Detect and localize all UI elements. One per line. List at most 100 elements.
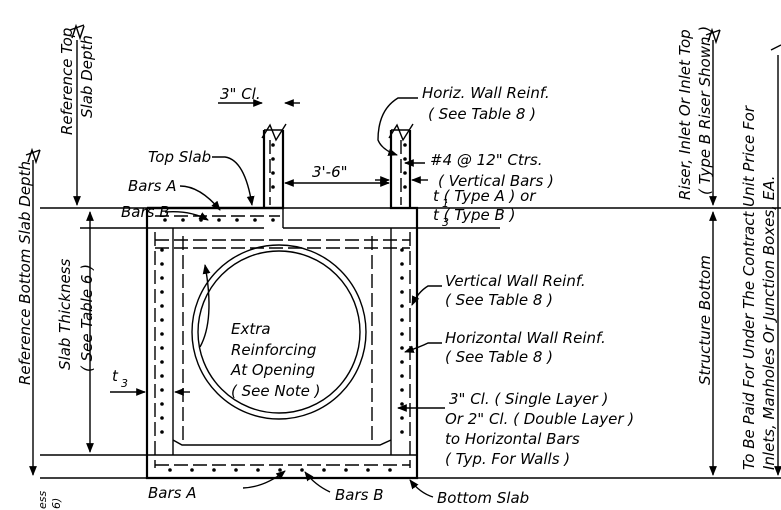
structure-outline <box>145 129 419 480</box>
bar-section-dot <box>160 248 164 252</box>
bar-section-dot <box>400 262 404 266</box>
vertical-labels: Reference Top Slab Depth Reference Botto… <box>16 26 778 509</box>
label-horizontal-wall-reinf-2: ( See Table 8 ) <box>445 348 553 366</box>
label-top-slab: Top Slab <box>148 148 211 166</box>
bar-section-dot <box>400 248 404 252</box>
bar-section-dot <box>400 374 404 378</box>
bar-section-dot <box>160 304 164 308</box>
bar-section-dot <box>400 304 404 308</box>
bar-section-dot <box>400 430 404 434</box>
bar-section-dot <box>160 416 164 420</box>
break-marks <box>261 123 414 142</box>
reference-lines <box>25 23 781 479</box>
reinforcement-bars <box>154 140 411 468</box>
bar-section-dot <box>212 468 216 472</box>
label-vertical-bars-1: #4 @ 12" Ctrs. <box>430 151 543 169</box>
label-riser-1: Riser, Inlet Or Inlet Top <box>676 29 694 200</box>
label-extra-1: Extra <box>231 320 271 338</box>
label-reference-top-2: Slab Depth <box>78 35 96 118</box>
label-extra-2: Reinforcing <box>231 341 316 359</box>
label-horizontal-wall-reinf-1: Horizontal Wall Reinf. <box>445 329 606 347</box>
bar-section-dot <box>271 185 275 189</box>
label-horiz-wall-reinf-2: ( See Table 8 ) <box>428 105 536 123</box>
bar-section-dot <box>388 468 392 472</box>
label-extra-4: ( See Note ) <box>231 382 321 400</box>
label-vertical-wall-reinf-2: ( See Table 8 ) <box>445 291 553 309</box>
label-spacing: 3'-6" <box>312 163 348 181</box>
bar-section-dot <box>278 468 282 472</box>
bar-section-dot <box>253 218 257 222</box>
bar-section-dot <box>217 218 221 222</box>
label-clearance-1: 3" Cl. ( Single Layer ) <box>449 390 608 408</box>
label-t1-sub: 1 <box>442 197 449 210</box>
bar-dots <box>160 143 407 472</box>
bar-section-dot <box>160 346 164 350</box>
bar-section-dot <box>160 332 164 336</box>
label-bars-b-bottom: Bars B <box>335 486 384 504</box>
pipe-opening <box>191 244 367 420</box>
bar-section-dot <box>199 218 203 222</box>
bar-section-dot <box>160 290 164 294</box>
label-paid-1: To Be Paid For Under The Contract Unit P… <box>740 105 758 470</box>
dimensions <box>110 99 428 396</box>
bar-section-dot <box>403 157 407 161</box>
text-labels: 3" Cl. Top Slab Bars A Bars B 3'-6" Hori… <box>112 84 634 507</box>
label-clearance-3: to Horizontal Bars <box>445 430 580 448</box>
label-t3-sub: 3 <box>442 216 449 229</box>
bar-section-dot <box>160 374 164 378</box>
leaders <box>164 97 445 498</box>
bar-section-dot <box>366 468 370 472</box>
label-t3-left: t <box>112 367 119 385</box>
label-reference-bottom: Reference Bottom Slab Depth <box>16 161 34 385</box>
bar-section-dot <box>403 143 407 147</box>
bar-section-dot <box>181 218 185 222</box>
label-horiz-wall-reinf-1: Horiz. Wall Reinf. <box>422 84 550 102</box>
bar-section-dot <box>271 157 275 161</box>
bar-section-dot <box>400 276 404 280</box>
bar-section-dot <box>235 218 239 222</box>
bar-section-dot <box>160 318 164 322</box>
bar-section-dot <box>403 185 407 189</box>
label-vertical-wall-reinf-1: Vertical Wall Reinf. <box>445 272 586 290</box>
bar-section-dot <box>160 360 164 364</box>
label-bars-b-top: Bars B <box>121 203 170 221</box>
label-reference-top-1: Reference Top <box>58 28 76 135</box>
bar-section-dot <box>400 388 404 392</box>
label-slab-thickness-1: Slab Thickness <box>56 259 74 370</box>
label-t1-type-a: t ( Type A ) or <box>433 187 536 205</box>
bar-section-dot <box>160 430 164 434</box>
bar-section-dot <box>400 318 404 322</box>
bar-section-dot <box>256 468 260 472</box>
bar-section-dot <box>400 332 404 336</box>
bar-section-dot <box>400 416 404 420</box>
bar-section-dot <box>403 171 407 175</box>
bar-section-dot <box>400 290 404 294</box>
bar-section-dot <box>400 360 404 364</box>
label-slab-thickness-2: ( See Table 6 ) <box>78 264 96 372</box>
bar-section-dot <box>234 468 238 472</box>
bar-section-dot <box>400 346 404 350</box>
bar-section-dot <box>160 388 164 392</box>
bar-section-dot <box>300 468 304 472</box>
label-3in-clear: 3" Cl. <box>220 85 261 103</box>
bar-section-dot <box>168 468 172 472</box>
bar-section-dot <box>271 218 275 222</box>
label-bottom-slab: Bottom Slab <box>437 489 529 507</box>
label-vertical-bars-2: ( Vertical Bars ) <box>438 172 554 190</box>
label-riser-2: ( Type B Riser Shown ) <box>696 26 714 195</box>
bar-section-dot <box>271 143 275 147</box>
bar-section-dot <box>271 171 275 175</box>
bar-section-dot <box>160 262 164 266</box>
bar-section-dot <box>163 218 167 222</box>
bar-section-dot <box>400 402 404 406</box>
bar-section-dot <box>344 468 348 472</box>
label-bars-a-top: Bars A <box>128 177 177 195</box>
label-extra-3: At Opening <box>230 361 315 379</box>
label-t3-type-b: t ( Type B ) <box>433 206 515 224</box>
label-slab-thickness-cut-2: 6) <box>50 498 63 509</box>
label-structure-bottom: Structure Bottom <box>696 255 714 385</box>
label-slab-thickness-cut-1: ess <box>36 491 49 509</box>
bar-section-dot <box>322 468 326 472</box>
label-bars-a-bottom: Bars A <box>148 484 197 502</box>
